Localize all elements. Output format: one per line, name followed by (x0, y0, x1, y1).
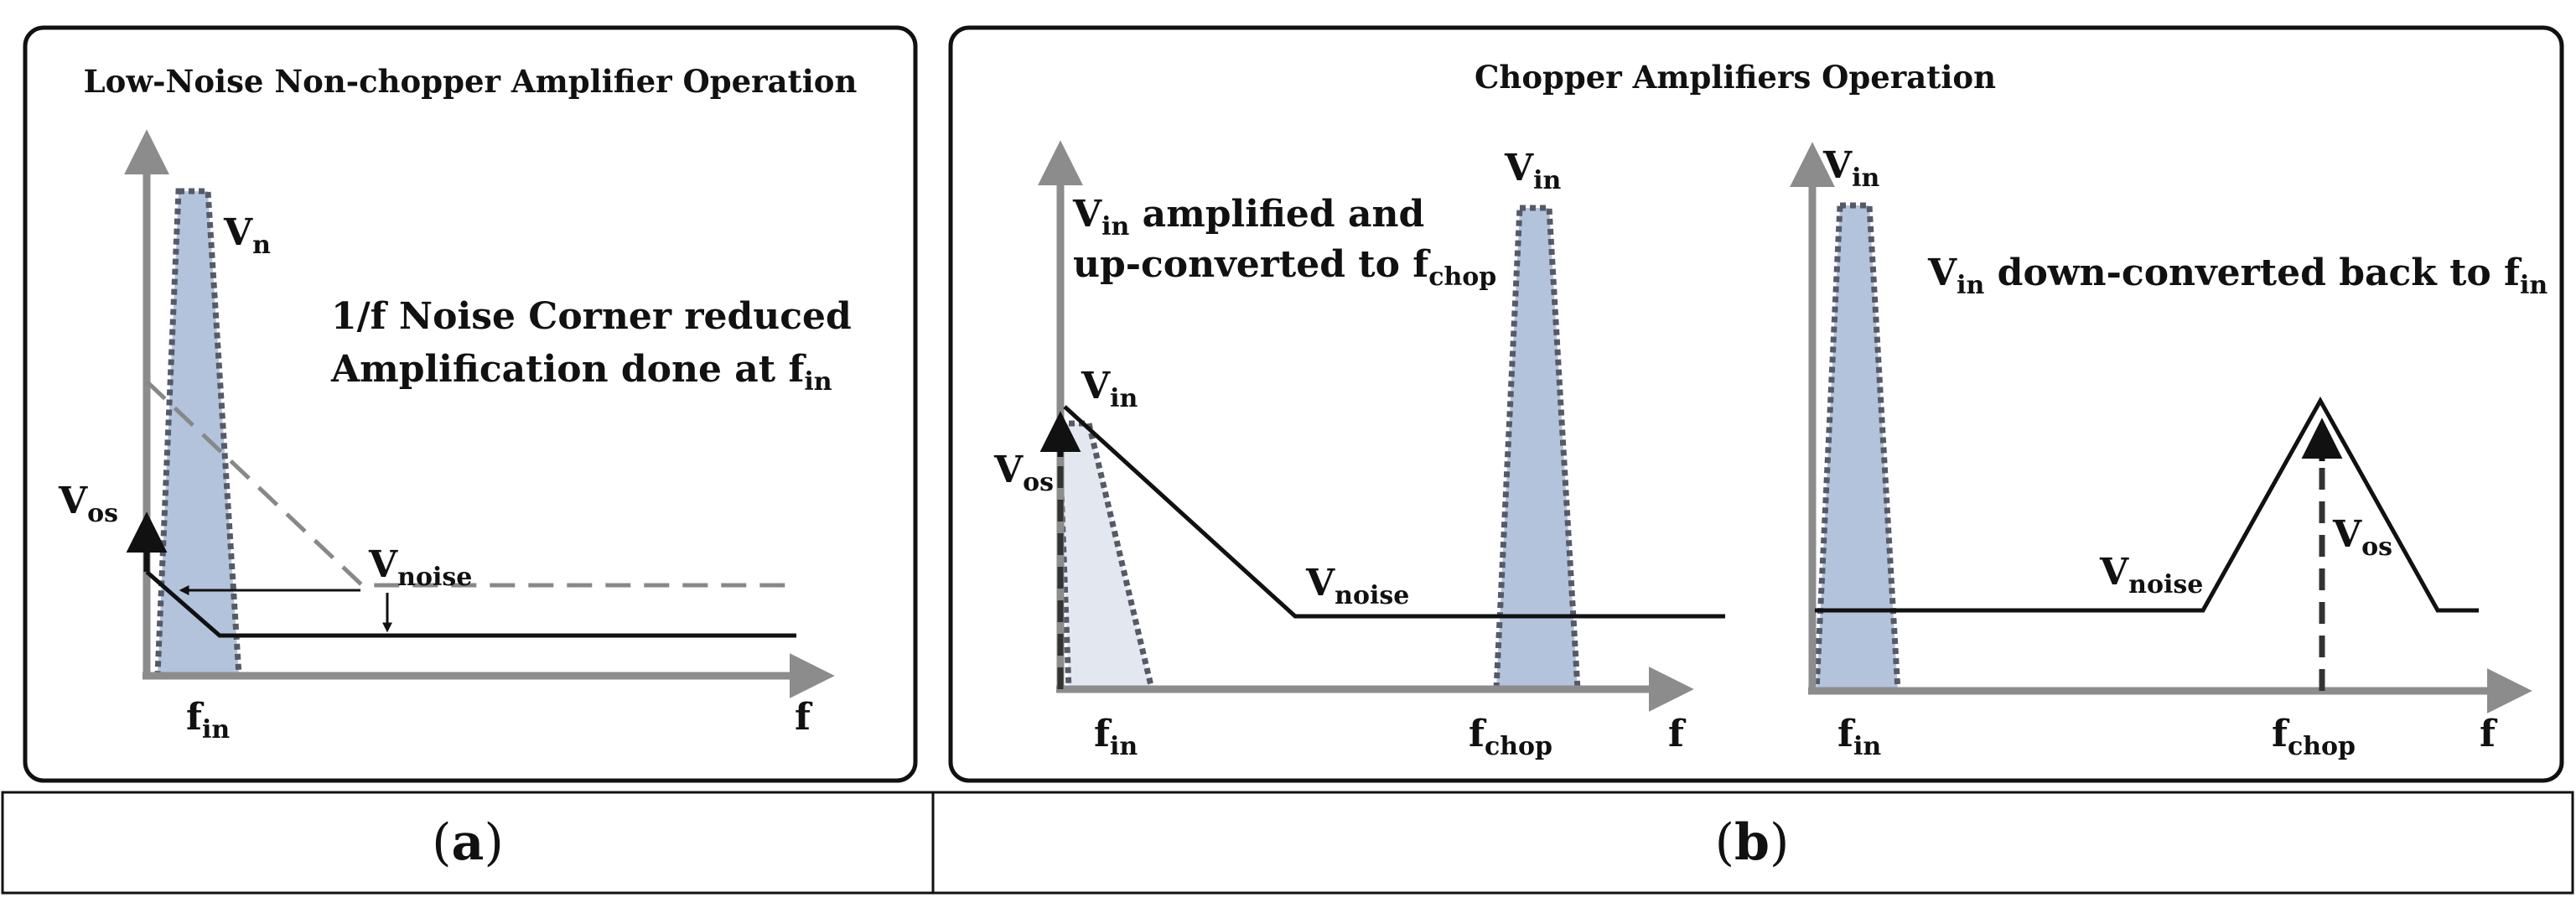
panel-a-note-line2: Amplification done at fin (330, 348, 832, 397)
caption-table: (a) (b) (1, 791, 2574, 895)
panel-b: Chopper Amplifiers Operation Vin Vin amp… (948, 25, 2564, 783)
panel-b-left-label-fchop: fchop (1469, 713, 1552, 761)
panel-b-right-label-vnoise: Vnoise (2099, 551, 2203, 599)
panel-b-left-label-vos: Vos (993, 449, 1054, 497)
panel-b-right-label-vos: Vos (2332, 513, 2392, 562)
caption-b: (b) (1715, 813, 1790, 872)
panel-b-left-label-vnoise: Vnoise (1305, 562, 1409, 610)
panel-b-left-noise-curve (1063, 405, 1725, 619)
panel-b-left-label-f: f (1668, 713, 1687, 755)
panel-b-right-noise-curve (1815, 396, 2479, 613)
panel-a-label-vos: Vos (58, 480, 118, 528)
caption-a: (a) (432, 813, 504, 872)
panel-b-title: Chopper Amplifiers Operation (1475, 59, 1996, 96)
panel-a-label-vn: Vn (223, 211, 271, 260)
panel-b-right-label-fchop: fchop (2272, 713, 2356, 761)
panel-b-left-label-vin-small: Vin (1081, 365, 1138, 413)
panel-b-left-signal-vin-baseband (1055, 420, 1156, 693)
panel-b-frame (948, 25, 2564, 783)
panel-b-left-note-line1: Vin amplified and (1072, 193, 1424, 241)
panel-a-signal-vn (154, 188, 242, 678)
caption-table-border (1, 791, 2574, 895)
panel-b-left-label-vin-top: Vin (1504, 147, 1562, 195)
panel-a-note-line1: 1/f Noise Corner reduced (331, 295, 852, 338)
panel-a-label-vnoise: Vnoise (368, 543, 472, 592)
panel-b-right-label-vin-top: Vin (1822, 144, 1880, 193)
panel-a-label-f: f (795, 696, 813, 739)
panel-b-left-signal-vin-chop (1493, 205, 1581, 693)
panel-b-right-signal-vin (1813, 202, 1901, 694)
panel-a-frame (23, 25, 918, 783)
panel-b-right-note: Vin down-converted back to fin (1927, 252, 2547, 300)
panel-a-title: Low-Noise Non-chopper Amplifier Operatio… (84, 63, 858, 100)
panel-b-left-label-fin: fin (1094, 713, 1138, 761)
panel-b-right-label-f: f (2480, 713, 2498, 755)
panel-a-original-noise-curve (145, 380, 796, 588)
panel-a: Low-Noise Non-chopper Amplifier Operatio… (23, 25, 918, 783)
panel-b-left-note-line2: up-converted to fchop (1073, 243, 1496, 292)
panel-b-left-plot: Vin Vin amplified and up-converted to fc… (993, 140, 1725, 761)
panel-b-right-plot: Vin Vin down-converted back to fin Vnois… (1790, 142, 2547, 761)
panel-a-label-fin: fin (186, 696, 230, 745)
panel-b-right-label-fin: fin (1837, 713, 1881, 761)
panel-a-reduced-noise-curve (145, 570, 796, 638)
